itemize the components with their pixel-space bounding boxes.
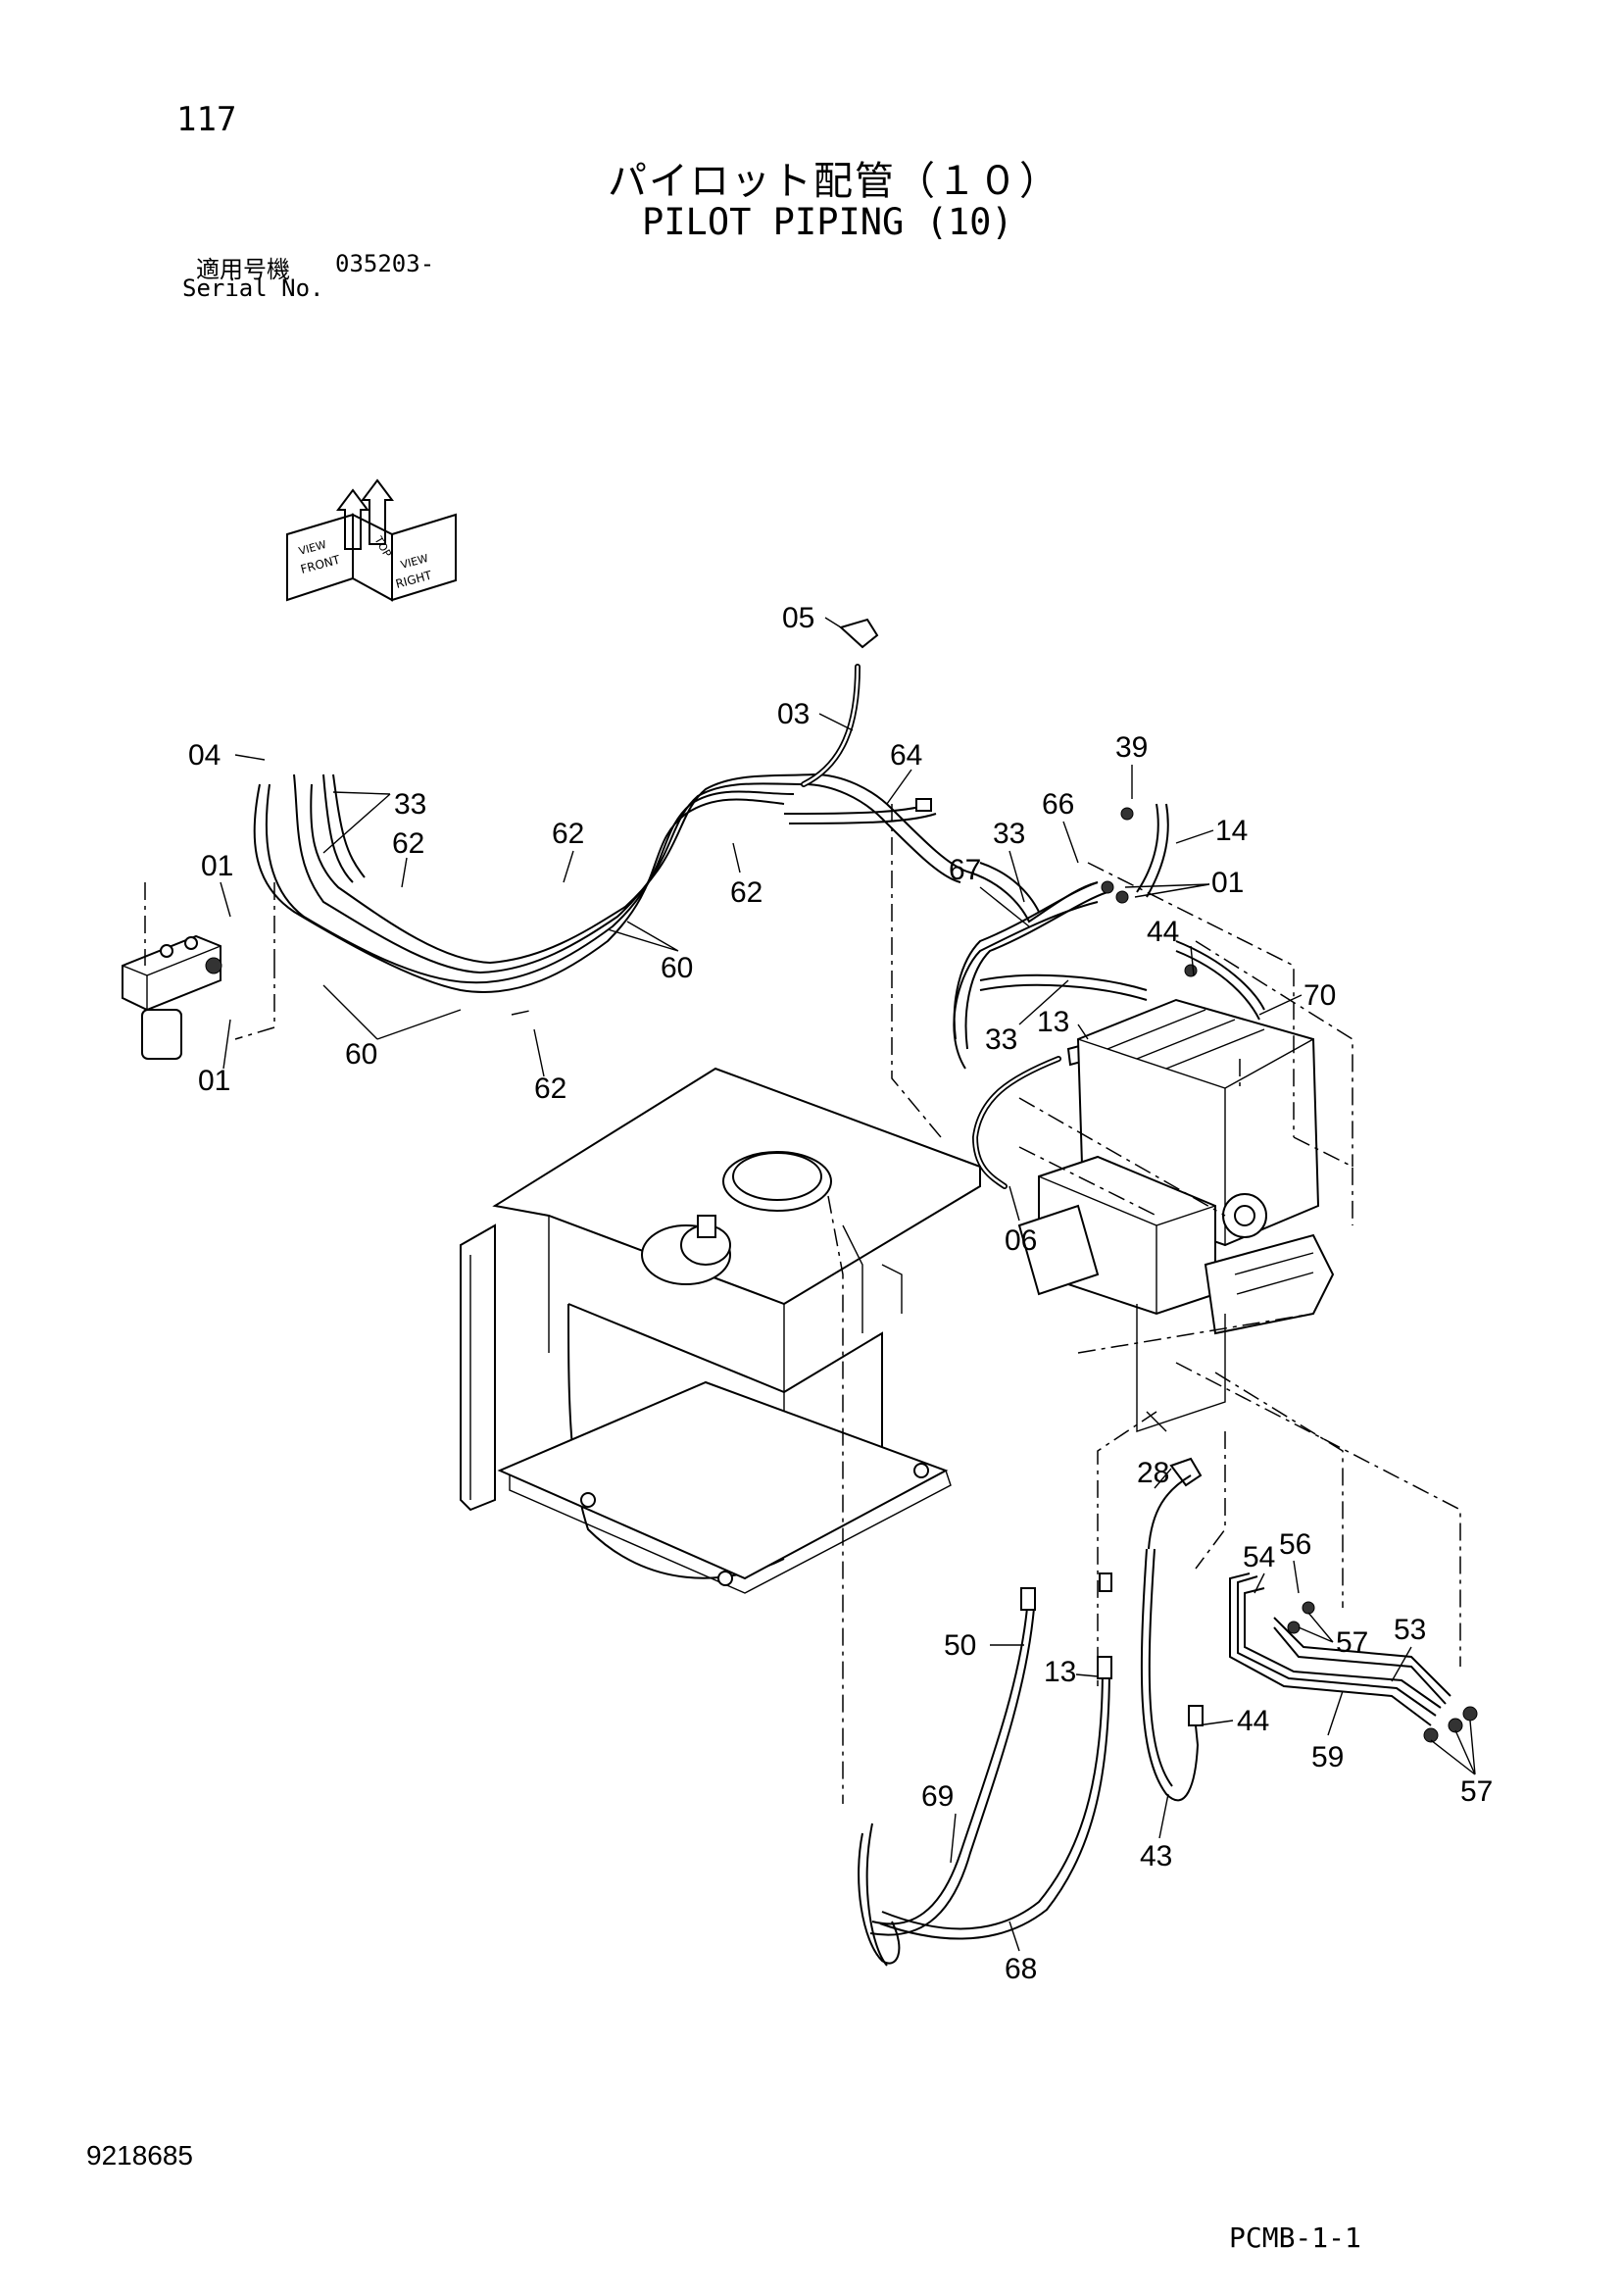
callout-label: 68 [1005, 1953, 1037, 1985]
callout-label: 67 [949, 854, 981, 886]
callout-label: 57 [1460, 1775, 1493, 1808]
page-number: 117 [176, 100, 237, 139]
view-right-label: RIGHT [394, 568, 434, 590]
hose-bundle-left [253, 774, 971, 993]
callout-label: 66 [1042, 788, 1074, 821]
serial-label: Serial No. [182, 275, 324, 302]
callout-label: 01 [1211, 867, 1244, 899]
pipe-group [1229, 1572, 1478, 1743]
callout-label: 13 [1037, 1006, 1069, 1038]
hose-bundle-right [953, 803, 1265, 1070]
callout-label: 60 [661, 952, 693, 984]
callout-labels: 05 03 04 33 62 64 39 66 14 33 67 01 62 6… [188, 602, 1493, 1985]
callout-label: 01 [201, 850, 233, 882]
page-title-japanese: パイロット配管（１０） [608, 159, 1060, 204]
callout-label: 62 [552, 818, 584, 850]
callout-label: 01 [198, 1065, 230, 1097]
callout-label: 62 [392, 827, 424, 860]
callout-label: 33 [993, 818, 1025, 850]
control-valve [1017, 998, 1335, 1432]
callout-label: 14 [1215, 815, 1248, 847]
leader-lines [220, 617, 1476, 1952]
callout-label: 54 [1243, 1541, 1275, 1573]
callout-label: 57 [1336, 1626, 1368, 1659]
callout-label: 04 [188, 739, 221, 772]
document-number: 9218685 [86, 2140, 194, 2171]
page-title: PILOT PIPING (10) [642, 201, 1013, 243]
callout-label: 06 [1005, 1224, 1037, 1257]
callout-label: 39 [1115, 731, 1148, 764]
callout-label: 62 [730, 876, 762, 909]
callout-label: 44 [1147, 916, 1179, 948]
callout-label: 64 [890, 739, 922, 772]
serial-value: 035203- [335, 250, 435, 277]
callout-label: 59 [1311, 1741, 1344, 1773]
orientation-icon: FRONT TOP RIGHT VIEW VIEW [286, 478, 457, 602]
callout-label: 69 [921, 1780, 954, 1813]
callout-label: 28 [1137, 1457, 1169, 1489]
hydraulic-tank [460, 1067, 981, 1594]
callout-label: 33 [394, 788, 426, 821]
view-label: VIEW [297, 538, 327, 558]
callout-label: 62 [534, 1073, 566, 1105]
callout-label: 50 [944, 1629, 976, 1662]
callout-label: 43 [1140, 1840, 1172, 1872]
callout-label: 44 [1237, 1705, 1269, 1737]
callout-label: 70 [1303, 979, 1336, 1012]
callout-label: 05 [782, 602, 814, 634]
pilot-valve-assembly [122, 934, 222, 1060]
callout-label: 56 [1279, 1528, 1311, 1561]
serial-label-japanese: 適用号機 [196, 256, 290, 283]
callout-label: 03 [777, 698, 810, 730]
callout-label: 53 [1394, 1614, 1426, 1646]
callout-label: 60 [345, 1038, 377, 1071]
callout-label: 13 [1044, 1656, 1076, 1688]
callout-label: 33 [985, 1023, 1017, 1056]
view-top-label: TOP [371, 533, 394, 560]
page-code: PCMB-1-1 [1229, 2221, 1361, 2254]
